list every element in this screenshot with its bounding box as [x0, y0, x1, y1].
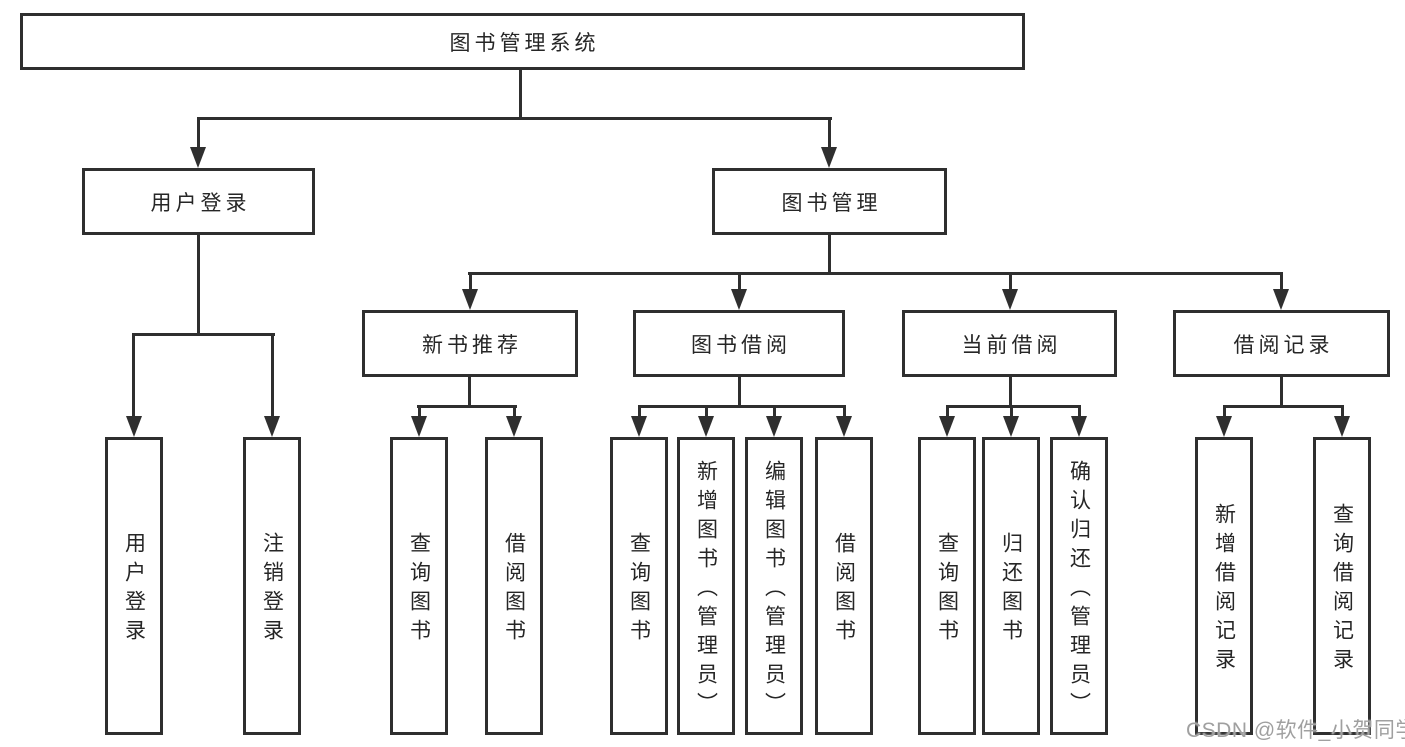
node-borrow-records-label: 借阅记录: [1233, 333, 1334, 357]
node-new-book-recommend: 新书推荐: [362, 310, 578, 377]
arrow-down-icon: [126, 416, 142, 437]
connector-segment: [468, 377, 471, 407]
leaf-edit-book-admin-label: 编辑图书（管理员）: [762, 459, 786, 721]
csdn-watermark: CSDN @软件_小贺同学: [1186, 719, 1405, 742]
arrow-down-icon: [462, 289, 478, 310]
connector-segment: [1223, 405, 1226, 419]
node-user-login-label: 用户登录: [150, 191, 251, 215]
connector-segment: [1009, 377, 1012, 407]
leaf-borrow-books-1: 借阅图书: [485, 437, 543, 735]
leaf-user-login-label: 用户登录: [122, 532, 146, 648]
leaf-query-books-3: 查询图书: [918, 437, 976, 735]
arrow-down-icon: [698, 416, 714, 437]
connector-segment: [132, 333, 135, 419]
arrow-down-icon: [506, 416, 522, 437]
leaf-query-borrow-record-label: 查询借阅记录: [1330, 503, 1354, 677]
leaf-confirm-return-admin-label: 确认归还（管理员）: [1067, 459, 1091, 721]
leaf-query-borrow-record: 查询借阅记录: [1313, 437, 1371, 735]
connector-segment: [738, 377, 741, 407]
arrow-down-icon: [631, 416, 647, 437]
connector-segment: [638, 405, 846, 408]
leaf-query-books-3-label: 查询图书: [935, 532, 959, 648]
node-book-management-label: 图书管理: [781, 191, 882, 215]
leaf-logout-label: 注销登录: [260, 532, 284, 648]
leaf-query-books-2-label: 查询图书: [627, 532, 651, 648]
connector-segment: [519, 68, 522, 119]
connector-segment: [638, 405, 641, 419]
connector-segment: [133, 333, 275, 336]
node-root-label: 图书管理系统: [449, 31, 600, 55]
connector-segment: [1223, 405, 1344, 408]
connector-segment: [1009, 272, 1012, 294]
arrow-down-icon: [1003, 416, 1019, 437]
leaf-add-borrow-record-label: 新增借阅记录: [1212, 503, 1236, 677]
leaf-borrow-books-2-label: 借阅图书: [832, 532, 856, 648]
arrow-down-icon: [1334, 416, 1350, 437]
arrow-down-icon: [731, 289, 747, 310]
connector-segment: [469, 272, 472, 294]
arrow-down-icon: [766, 416, 782, 437]
node-book-borrow-label: 图书借阅: [691, 333, 791, 357]
leaf-add-book-admin-label: 新增图书（管理员）: [694, 459, 718, 721]
node-current-borrow-label: 当前借阅: [961, 333, 1062, 357]
arrow-down-icon: [411, 416, 427, 437]
connector-segment: [828, 235, 831, 275]
connector-segment: [513, 405, 516, 419]
connector-segment: [1280, 377, 1283, 407]
arrow-down-icon: [821, 147, 837, 168]
connector-segment: [1078, 405, 1081, 419]
leaf-return-book-label: 归还图书: [999, 532, 1023, 648]
connector-segment: [828, 117, 831, 151]
leaf-borrow-books-1-label: 借阅图书: [502, 532, 526, 648]
connector-segment: [1341, 405, 1344, 419]
arrow-down-icon: [190, 147, 206, 168]
leaf-add-borrow-record: 新增借阅记录: [1195, 437, 1253, 735]
node-book-borrow: 图书借阅: [633, 310, 845, 377]
connector-segment: [946, 405, 949, 419]
arrow-down-icon: [1002, 289, 1018, 310]
node-new-book-recommend-label: 新书推荐: [422, 333, 522, 357]
node-borrow-records: 借阅记录: [1173, 310, 1390, 377]
leaf-return-book: 归还图书: [982, 437, 1040, 735]
node-current-borrow: 当前借阅: [902, 310, 1117, 377]
leaf-edit-book-admin: 编辑图书（管理员）: [745, 437, 803, 735]
connector-segment: [197, 117, 200, 151]
leaf-add-book-admin: 新增图书（管理员）: [677, 437, 735, 735]
leaf-query-books-2: 查询图书: [610, 437, 668, 735]
connector-segment: [946, 405, 1081, 408]
connector-segment: [197, 235, 200, 336]
leaf-query-books-1-label: 查询图书: [407, 532, 431, 648]
arrow-down-icon: [836, 416, 852, 437]
node-root: 图书管理系统: [20, 13, 1025, 70]
leaf-confirm-return-admin: 确认归还（管理员）: [1050, 437, 1108, 735]
connector-segment: [197, 117, 832, 120]
arrow-down-icon: [1216, 416, 1232, 437]
leaf-query-books-1: 查询图书: [390, 437, 448, 735]
connector-segment: [1010, 405, 1013, 419]
arrow-down-icon: [1071, 416, 1087, 437]
connector-segment: [468, 272, 1283, 275]
connector-segment: [1280, 272, 1283, 294]
connector-segment: [418, 405, 421, 419]
connector-segment: [773, 405, 776, 419]
leaf-borrow-books-2: 借阅图书: [815, 437, 873, 735]
arrow-down-icon: [939, 416, 955, 437]
leaf-logout: 注销登录: [243, 437, 301, 735]
connector-segment: [705, 405, 708, 419]
connector-segment: [843, 405, 846, 419]
arrow-down-icon: [1273, 289, 1289, 310]
connector-segment: [738, 272, 741, 294]
connector-segment: [417, 405, 517, 408]
leaf-user-login: 用户登录: [105, 437, 163, 735]
node-user-login: 用户登录: [82, 168, 315, 235]
connector-segment: [271, 333, 274, 419]
node-book-management: 图书管理: [712, 168, 947, 235]
arrow-down-icon: [264, 416, 280, 437]
